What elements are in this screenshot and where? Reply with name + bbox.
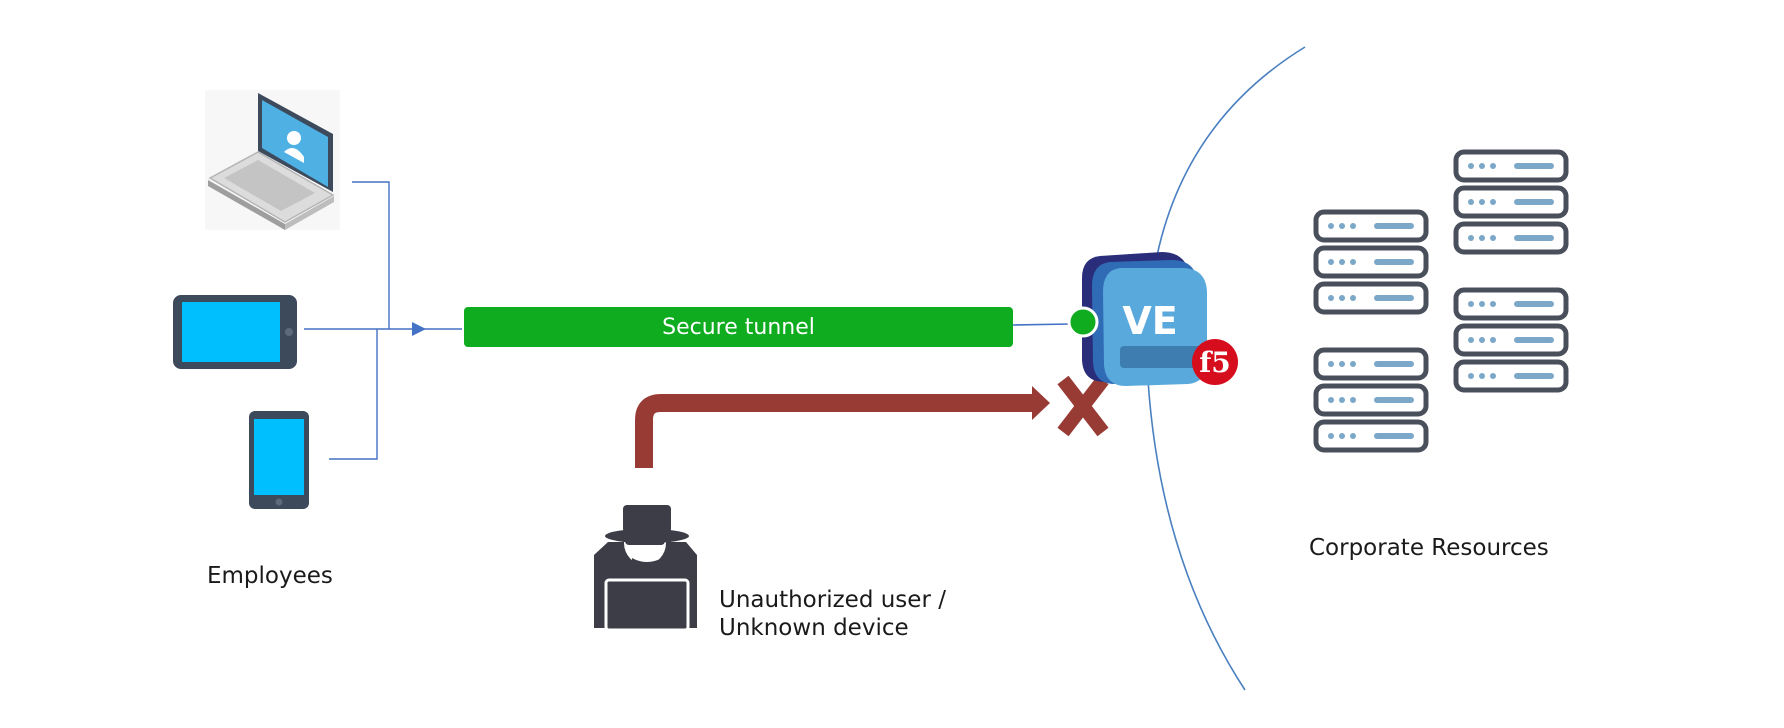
- f5-ve-appliance-icon: VE f5: [1067, 252, 1238, 386]
- blocked-x-icon: [1057, 375, 1109, 437]
- server-unit: [1313, 347, 1429, 381]
- server-unit: [1313, 245, 1429, 279]
- server-unit: [1313, 209, 1429, 243]
- connector-arrowhead: [412, 322, 426, 336]
- blocked-path-arrowhead: [1032, 386, 1050, 420]
- server-rack-group: [1313, 149, 1569, 453]
- secure-tunnel: Secure tunnel: [464, 307, 1013, 347]
- f5-logo-text: f5: [1199, 346, 1231, 379]
- corporate-resources-label: Corporate Resources: [1309, 535, 1549, 561]
- server-unit: [1453, 149, 1569, 183]
- server-unit: [1313, 419, 1429, 453]
- server-unit: [1453, 323, 1569, 357]
- server-unit: [1313, 383, 1429, 417]
- phone-icon: [249, 411, 309, 509]
- tunnel-to-appliance-line: [1012, 323, 1072, 326]
- server-unit: [1453, 185, 1569, 219]
- server-unit: [1453, 221, 1569, 255]
- employee-connectors: [304, 181, 462, 460]
- server-unit: [1453, 359, 1569, 393]
- server-unit: [1453, 287, 1569, 321]
- unauthorized-label-line2: Unknown device: [719, 615, 909, 641]
- hacker-icon: [594, 505, 697, 632]
- employees-label: Employees: [207, 563, 333, 589]
- tablet-icon: [173, 295, 297, 369]
- blocked-path-arrow: [635, 394, 1035, 468]
- ve-badge-text: VE: [1122, 299, 1177, 343]
- unauthorized-label-line1: Unauthorized user /: [719, 587, 946, 613]
- laptop-icon: [205, 90, 340, 230]
- server-unit: [1313, 281, 1429, 315]
